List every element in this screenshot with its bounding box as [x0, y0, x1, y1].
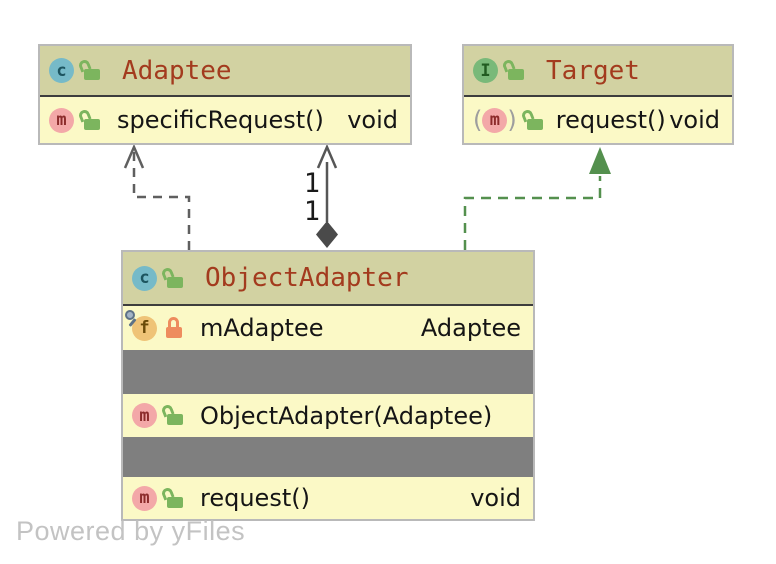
abstract-paren: ( — [473, 106, 483, 134]
unlocked-icon — [160, 403, 184, 425]
class-header-objectadapter[interactable]: c ObjectAdapter — [123, 252, 533, 306]
method-icon: m — [49, 107, 74, 133]
class-icon: c — [49, 58, 74, 83]
method-row[interactable]: m request() void — [123, 477, 533, 519]
locked-icon — [163, 316, 184, 338]
method-name: request() — [555, 106, 666, 134]
class-icon: c — [132, 265, 157, 291]
method-icon: m — [132, 485, 157, 511]
method-name: specificRequest() — [117, 106, 324, 134]
abstract-paren: ) — [507, 106, 517, 134]
class-title: ObjectAdapter — [205, 263, 409, 293]
field-name: mAdaptee — [200, 314, 324, 342]
pin-icon — [125, 309, 135, 320]
separator-band — [123, 437, 533, 477]
unlocked-icon — [501, 58, 525, 80]
interface-title: Target — [546, 55, 640, 86]
class-title: Adaptee — [122, 55, 232, 86]
diamond-icon — [316, 221, 338, 248]
separator-band — [123, 350, 533, 394]
yfiles-watermark: Powered by yFiles — [16, 516, 246, 546]
unlocked-icon — [77, 58, 101, 80]
dependency-edge[interactable] — [123, 143, 191, 250]
unlocked-icon — [160, 485, 184, 508]
method-icon: m — [132, 403, 157, 428]
triangle-arrow-icon — [589, 147, 611, 174]
interface-node-target[interactable]: I Target ( m ) request() void — [462, 44, 734, 145]
constructor-name: ObjectAdapter(Adaptee) — [200, 401, 493, 430]
realization-edge[interactable] — [463, 147, 611, 250]
class-header-adaptee[interactable]: c Adaptee — [40, 46, 410, 97]
abstract-method-row[interactable]: ( m ) request() void — [464, 97, 732, 143]
multiplicity-label-lower: 1 — [303, 196, 320, 227]
field-icon: f — [125, 309, 157, 341]
open-arrow-icon — [123, 143, 145, 169]
class-node-adaptee[interactable]: c Adaptee m specificRequest() void — [38, 44, 412, 145]
abstract-method-icon: m — [482, 107, 508, 133]
interface-icon: I — [473, 58, 498, 83]
method-row[interactable]: m specificRequest() void — [40, 97, 410, 143]
open-arrow-icon — [316, 143, 338, 169]
field-type: Adaptee — [420, 314, 521, 342]
class-node-objectadapter[interactable]: c ObjectAdapter f mAdaptee Adaptee m Obj… — [121, 250, 535, 521]
interface-header-target[interactable]: I Target — [464, 46, 732, 97]
multiplicity-label-upper: 1 — [303, 168, 320, 199]
constructor-row[interactable]: m ObjectAdapter(Adaptee) — [123, 394, 533, 437]
method-return-type: void — [669, 106, 720, 134]
aggregation-edge[interactable] — [316, 143, 338, 248]
field-row[interactable]: f mAdaptee Adaptee — [123, 306, 533, 350]
method-name: request() — [200, 484, 310, 512]
method-return-type: void — [470, 484, 521, 512]
unlocked-icon — [520, 107, 544, 130]
method-return-type: void — [347, 106, 398, 134]
unlocked-icon — [77, 107, 101, 130]
unlocked-icon — [160, 265, 184, 288]
